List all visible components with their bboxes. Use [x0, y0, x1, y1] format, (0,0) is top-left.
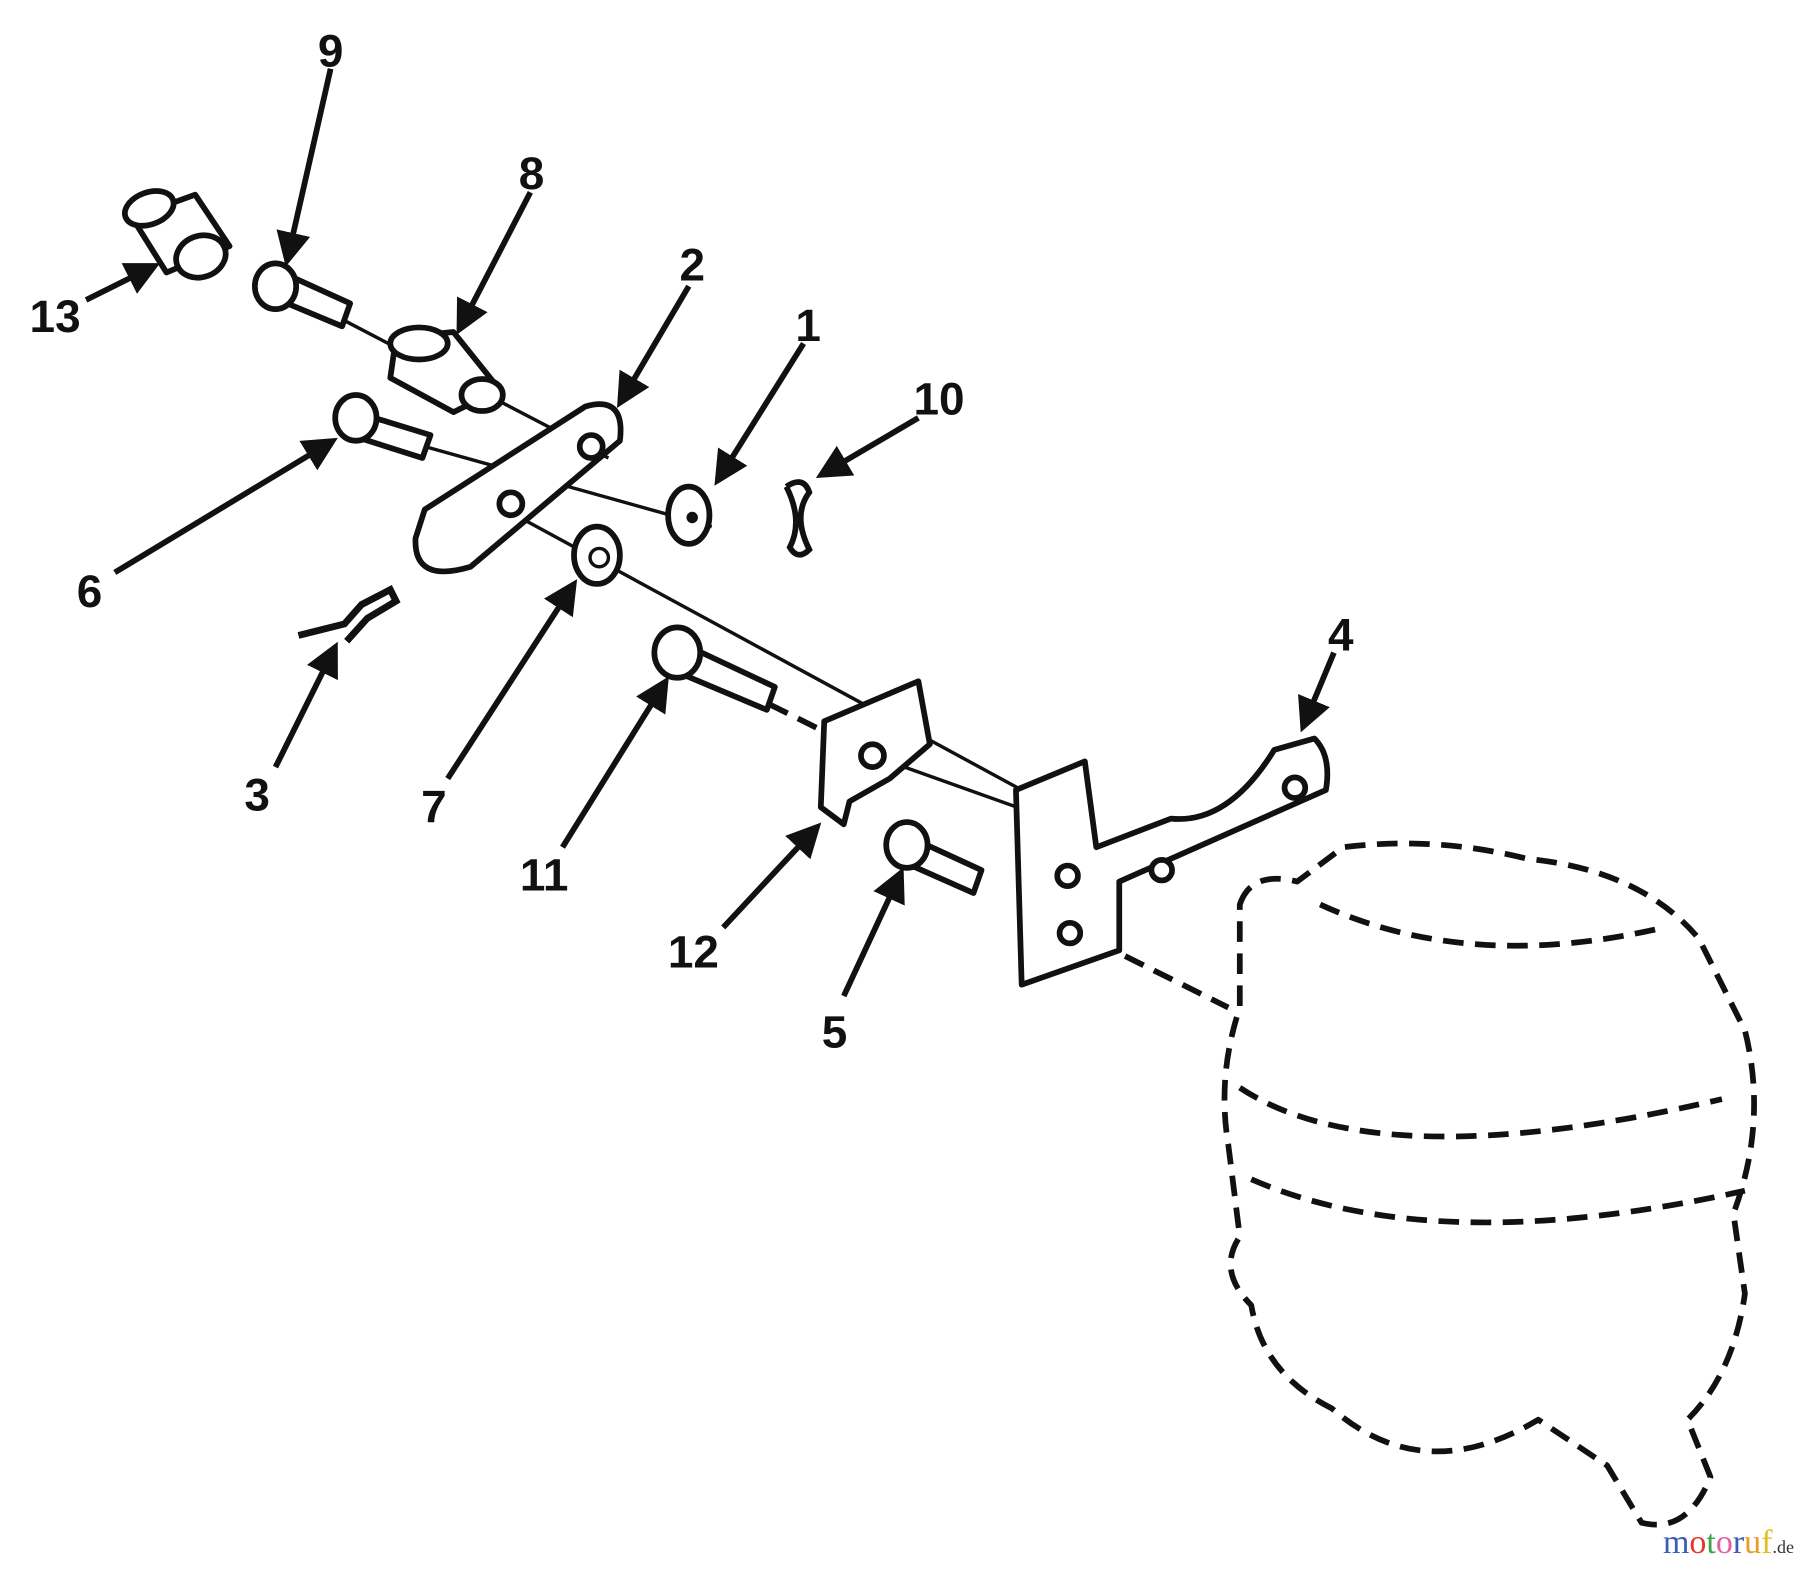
- callout-labels: 1 2 3 4 5 6 7 8 9 10 11 12 13: [30, 24, 1355, 1057]
- callout-1: 1: [795, 299, 821, 351]
- callout-6: 6: [77, 565, 103, 617]
- part-2-link-plate: [412, 401, 624, 575]
- part-10-clip: [783, 479, 813, 558]
- part-5-screw: [883, 819, 985, 896]
- callout-10: 10: [913, 373, 964, 425]
- watermark-logo: motoruf.de: [1662, 1524, 1794, 1561]
- part-7-lock-washer: [571, 523, 623, 587]
- callout-13: 13: [30, 290, 81, 342]
- callout-2: 2: [679, 239, 705, 291]
- part-11-screw: [651, 624, 778, 713]
- part-8-spacer: [387, 324, 506, 416]
- callout-9: 9: [318, 24, 344, 76]
- part-6-screw: [332, 392, 434, 461]
- callout-5: 5: [822, 1006, 848, 1058]
- callout-3: 3: [244, 769, 270, 821]
- part-1-washer: [665, 483, 713, 547]
- carburetor-outline: [1221, 840, 1757, 1528]
- callout-8: 8: [519, 147, 545, 199]
- part-13-sleeve: [122, 188, 233, 281]
- callout-arrows: [84, 68, 1337, 998]
- part-12-bracket: [817, 678, 933, 828]
- part-4-bracket-plate: [1013, 735, 1331, 988]
- part-9-screw: [251, 260, 353, 330]
- callout-7: 7: [421, 780, 447, 832]
- part-3-wire-link: [297, 584, 401, 644]
- callout-4: 4: [1328, 608, 1354, 660]
- callout-12: 12: [668, 926, 719, 978]
- callout-11: 11: [520, 849, 569, 901]
